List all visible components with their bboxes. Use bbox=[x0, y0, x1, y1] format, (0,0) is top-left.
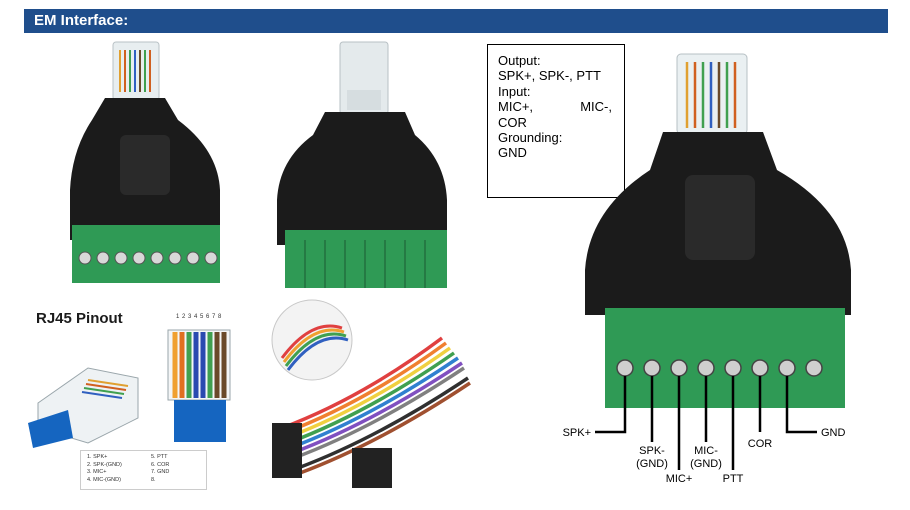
legend-item: 8. bbox=[151, 476, 156, 483]
label-mic-minus: MIC- bbox=[694, 445, 718, 457]
connector-photo-front bbox=[70, 41, 220, 283]
grounding-heading: Grounding: bbox=[498, 130, 563, 146]
pin-numbers: 1 2 3 4 5 6 7 8 bbox=[176, 314, 222, 320]
input-mic-minus: MIC-, bbox=[580, 99, 612, 115]
label-spk-plus: SPK+ bbox=[563, 427, 591, 439]
label-gnd: GND bbox=[821, 427, 846, 439]
legend-item: 6. COR bbox=[151, 461, 170, 468]
labeled-connector-diagram: SPK+ SPK- (GND) MIC+ MIC- (GND) PTT COR … bbox=[563, 53, 851, 485]
output-heading: Output: bbox=[498, 53, 541, 68]
label-mic-plus: MIC+ bbox=[666, 473, 693, 485]
label-cor: COR bbox=[748, 438, 773, 450]
label-mic-minus-sub: (GND) bbox=[690, 458, 722, 470]
input-mic-plus: MIC+, bbox=[498, 99, 534, 115]
legend-item: 7. GND bbox=[151, 469, 170, 475]
input-mic-line: MIC+, MIC-, bbox=[498, 99, 612, 114]
legend-item: 2. SPK-(GND) bbox=[87, 461, 122, 468]
input-heading: Input: bbox=[498, 83, 531, 99]
section-title: EM Interface: bbox=[34, 12, 129, 29]
input-cor: COR bbox=[498, 114, 527, 130]
grounding-value: GND bbox=[498, 145, 527, 161]
rj45-pinout-diagram: RJ45 Pinout 1 2 3 4 5 6 7 8 1. SPK+ 2. S… bbox=[28, 298, 243, 493]
pinout-title: RJ45 Pinout bbox=[36, 310, 123, 327]
connector-photo-back bbox=[277, 41, 447, 288]
pinout-legend: 1. SPK+ 2. SPK-(GND) 3. MIC+ 4. MIC-(GND… bbox=[80, 450, 207, 490]
legend-item: 4. MIC-(GND) bbox=[87, 476, 121, 483]
legend-item: 3. MIC+ bbox=[87, 469, 107, 475]
signal-info-box: Output: SPK+, SPK-, PTT Input: MIC+, MIC… bbox=[487, 44, 625, 198]
label-spk-minus: SPK- bbox=[639, 445, 665, 457]
label-spk-minus-sub: (GND) bbox=[636, 458, 668, 470]
legend-item: 5. PTT bbox=[151, 454, 168, 460]
jumper-wires-photo bbox=[271, 299, 471, 488]
legend-item: 1. SPK+ bbox=[87, 454, 108, 460]
output-signals: SPK+, SPK-, PTT bbox=[498, 68, 601, 84]
section-banner: EM Interface: bbox=[24, 9, 888, 33]
rj45-plug-illustration bbox=[28, 329, 231, 448]
label-ptt: PTT bbox=[723, 473, 744, 485]
